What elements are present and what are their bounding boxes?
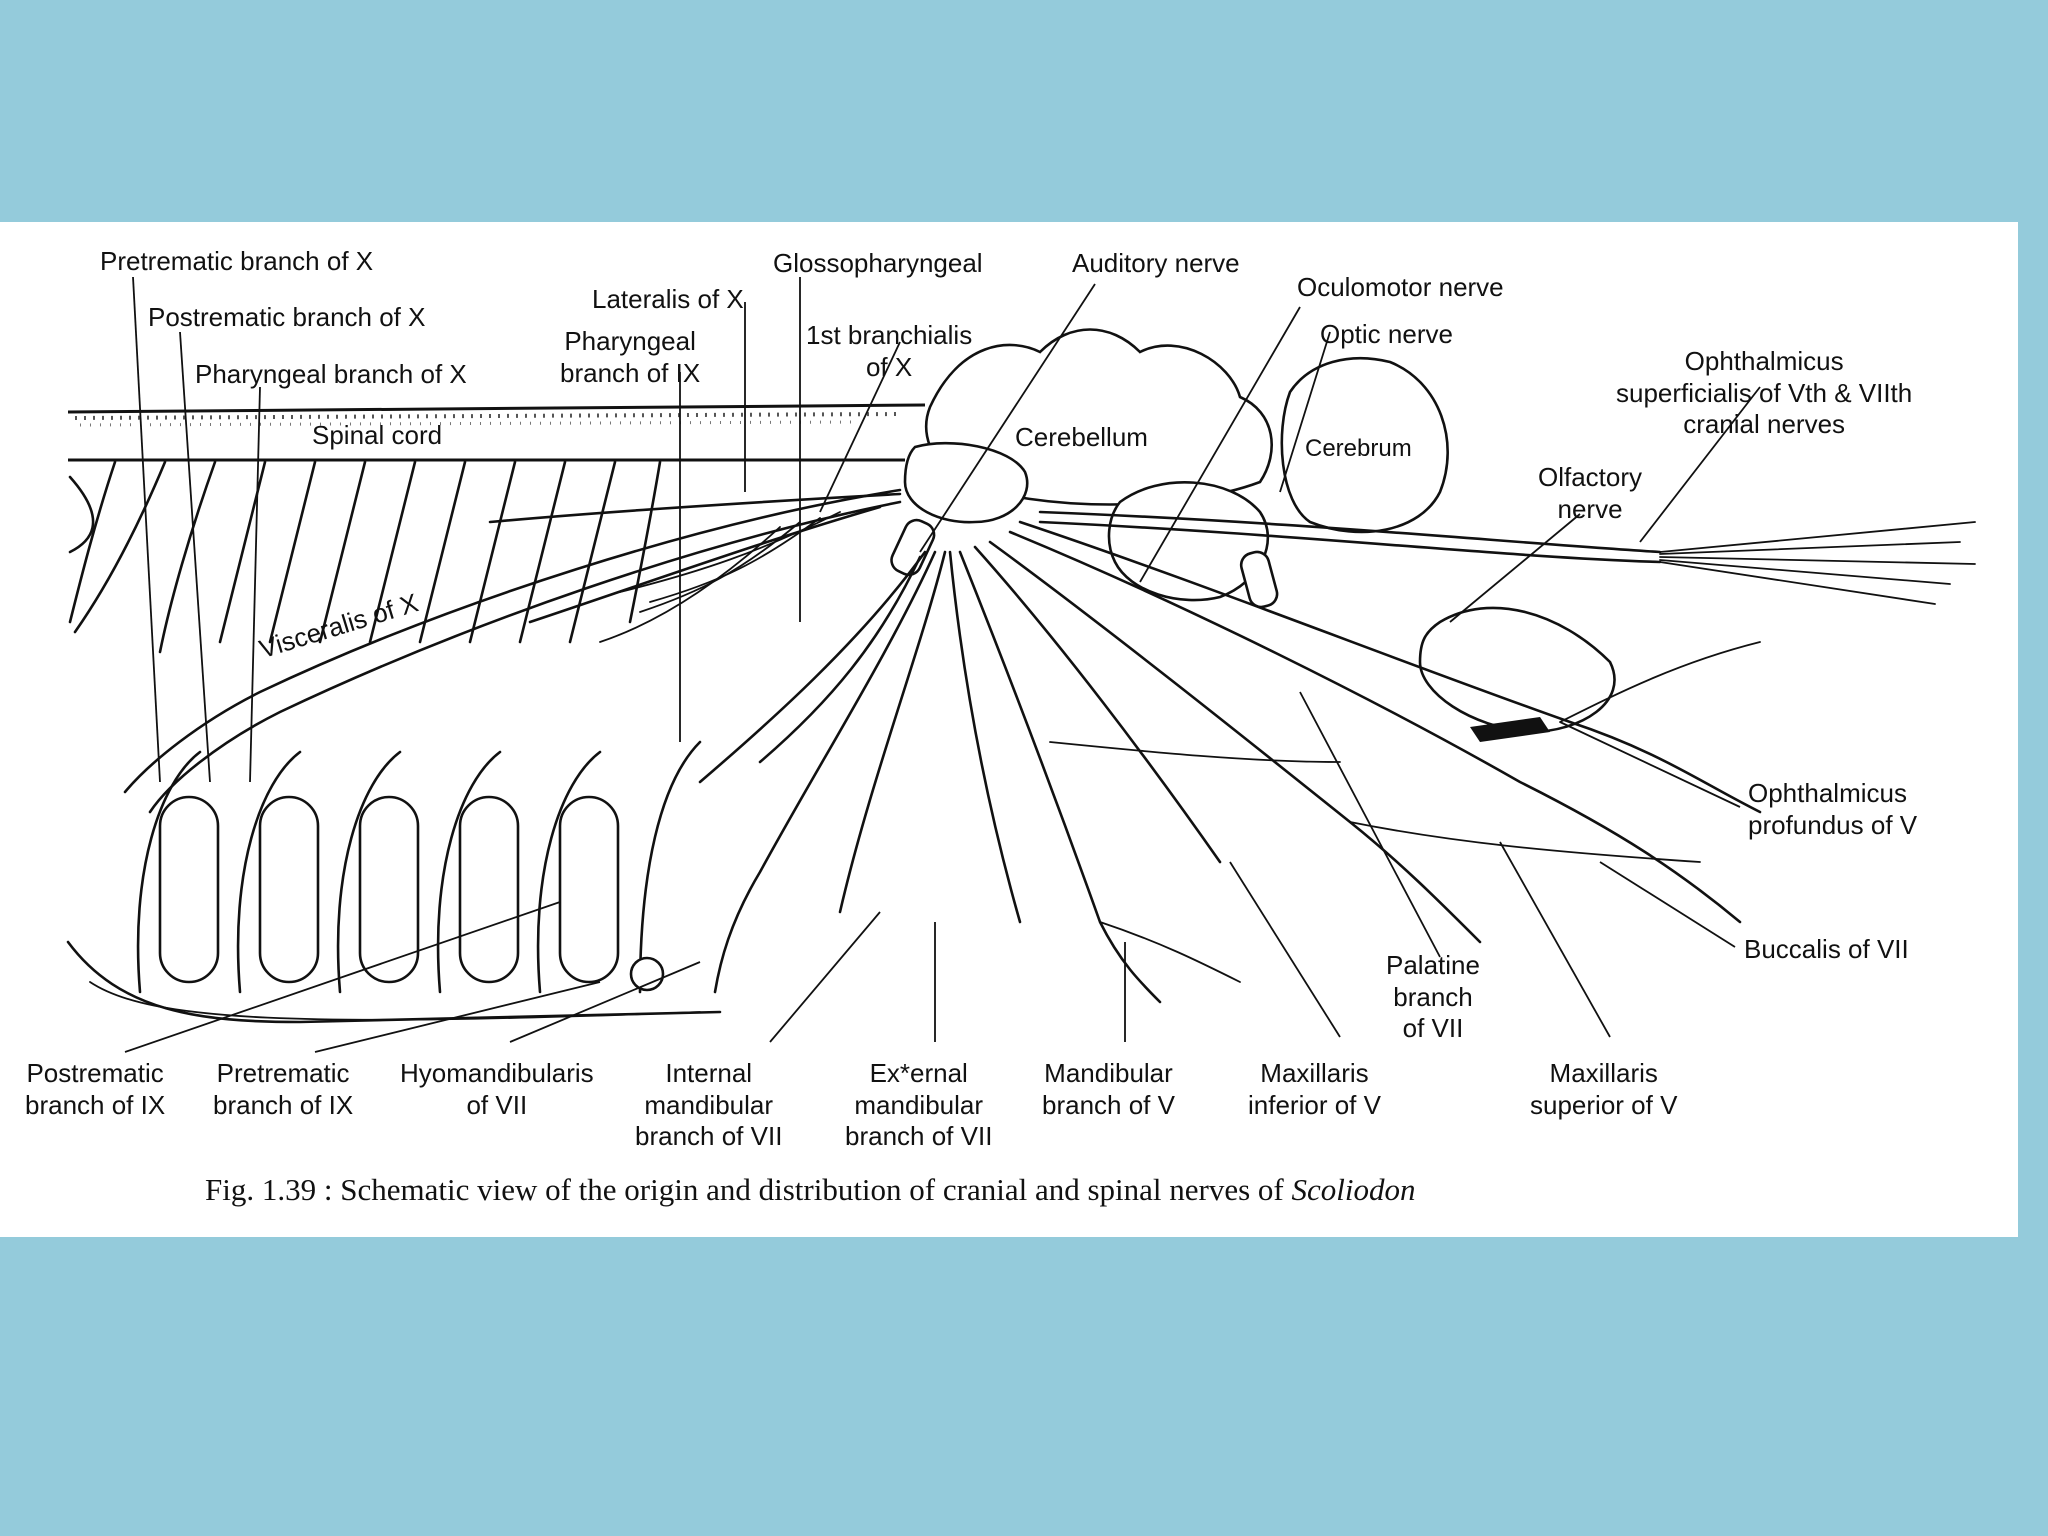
nerve-diagram [66,276,1976,1053]
cranial-nerves [698,510,1976,1004]
label-maxillaris-inferior-of-v: Maxillaris inferior of V [1248,1058,1381,1120]
label-optic-nerve: Optic nerve [1320,319,1453,349]
label-mandibular-branch-of-v: Mandibular branch of V [1042,1058,1175,1120]
label-cerebellum: Cerebellum [1015,422,1148,452]
label-hyomandibularis-of-vii: Hyomandibularis of VII [400,1058,594,1120]
brain [890,328,1616,742]
label-pretrematic-branch-of-x: Pretrematic branch of X [100,246,374,276]
label-internal-mandibular-branch-of-vii: Internal mandibular branch of VII [635,1058,783,1152]
label-ophthalmicus-superficialis: Ophthalmicus superficialis of Vth & VIIt… [1616,346,1913,440]
label-cerebrum: Cerebrum [1305,435,1412,462]
label-ophthalmicus-profundus-of-v: Ophthalmicus profundus of V [1748,778,1918,840]
caption-text: Fig. 1.39 : Schematic view of the origin… [205,1172,1292,1207]
label-lateralis-of-x: Lateralis of X [592,284,744,314]
figure-caption: Fig. 1.39 : Schematic view of the origin… [205,1172,1415,1208]
label-pharyngeal-branch-of-ix: Pharyngeal branch of IX [560,326,701,388]
caption-genus: Scoliodon [1291,1172,1416,1207]
spinal-cord [67,403,926,462]
label-1st-branchialis-of-x: 1st branchialis of X [806,320,973,382]
label-palatine-branch-of-vii: Palatine branch of VII [1386,950,1480,1044]
label-auditory-nerve: Auditory nerve [1072,248,1240,278]
label-maxillaris-superior-of-v: Maxillaris superior of V [1530,1058,1678,1120]
label-oculomotor-nerve: Oculomotor nerve [1297,272,1504,302]
label-buccalis-of-vii: Buccalis of VII [1744,934,1909,964]
label-external-mandibular-branch-of-vii: Ex*ernal mandibular branch of VII [845,1058,993,1152]
label-postrematic-branch-of-x: Postrematic branch of X [148,302,426,332]
gill-arches [66,740,722,1024]
label-pretrematic-branch-of-ix: Pretrematic branch of IX [213,1058,354,1120]
figure-panel: Pretrematic branch of X Postrematic bran… [0,222,2018,1237]
spinal-nerves [68,460,662,654]
vagus-trunk [123,488,902,814]
label-pharyngeal-branch-of-x: Pharyngeal branch of X [195,359,467,389]
label-olfactory-nerve: Olfactory nerve [1538,462,1643,524]
label-glossopharyngeal: Glossopharyngeal [773,248,983,278]
label-postrematic-branch-of-ix: Postrematic branch of IX [25,1058,166,1120]
label-spinal-cord: Spinal cord [312,420,443,450]
label-leaders [124,276,1761,1053]
